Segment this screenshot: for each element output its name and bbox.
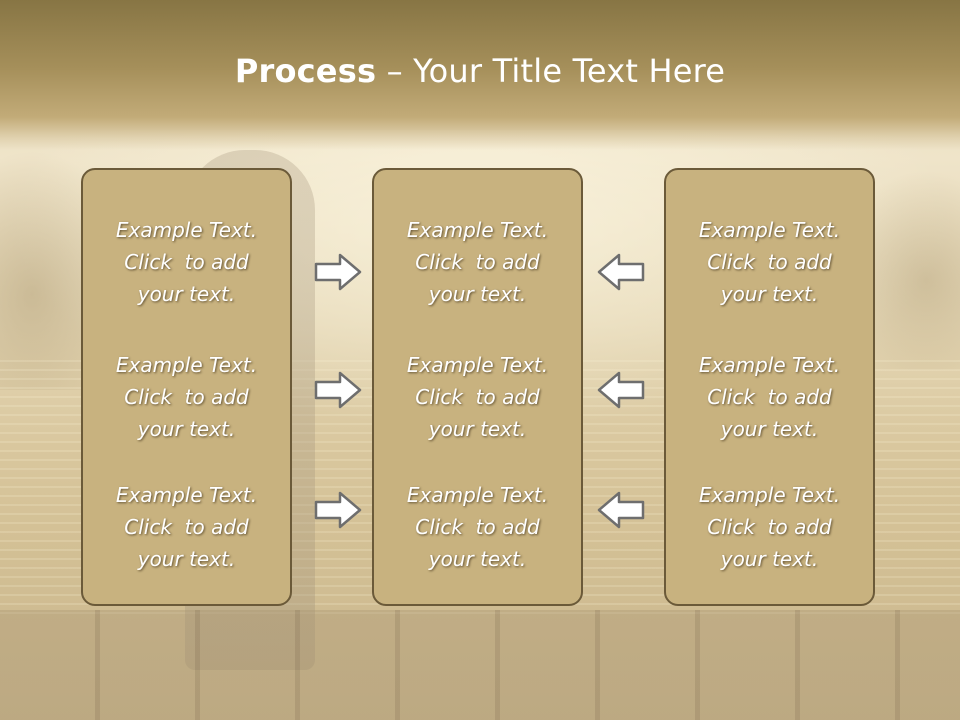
process-box-left[interactable]: Example Text. Click to add your text. Ex… [81, 168, 292, 606]
text-line: Click to add [124, 385, 249, 409]
text-line: Click to add [707, 515, 832, 539]
text-line: your text. [137, 547, 236, 571]
text-block[interactable]: Example Text. Click to add your text. [83, 479, 290, 575]
text-line: your text. [428, 547, 527, 571]
arrow-right-icon [313, 489, 363, 531]
text-line: Example Text. [115, 218, 258, 242]
text-line: your text. [428, 417, 527, 441]
process-box-center[interactable]: Example Text. Click to add your text. Ex… [372, 168, 583, 606]
text-line: your text. [137, 282, 236, 306]
text-block[interactable]: Example Text. Click to add your text. [374, 349, 581, 445]
process-box-right[interactable]: Example Text. Click to add your text. Ex… [664, 168, 875, 606]
text-line: Example Text. [406, 218, 549, 242]
text-line: Click to add [707, 250, 832, 274]
text-line: your text. [720, 282, 819, 306]
text-block[interactable]: Example Text. Click to add your text. [666, 214, 873, 310]
arrow-right-icon [313, 251, 363, 293]
text-line: Example Text. [406, 353, 549, 377]
arrow-right-icon [313, 369, 363, 411]
text-line: Click to add [415, 385, 540, 409]
text-line: Example Text. [115, 353, 258, 377]
text-line: Example Text. [115, 483, 258, 507]
text-line: your text. [720, 417, 819, 441]
text-line: Click to add [124, 250, 249, 274]
text-line: your text. [720, 547, 819, 571]
text-block[interactable]: Example Text. Click to add your text. [83, 349, 290, 445]
title-band [0, 0, 960, 150]
text-line: Click to add [124, 515, 249, 539]
text-line: Example Text. [698, 353, 841, 377]
slide-title[interactable]: Process – Your Title Text Here [0, 52, 960, 90]
text-block[interactable]: Example Text. Click to add your text. [374, 214, 581, 310]
text-line: Example Text. [698, 483, 841, 507]
text-block[interactable]: Example Text. Click to add your text. [666, 349, 873, 445]
wooden-pier [0, 610, 960, 720]
text-line: your text. [428, 282, 527, 306]
arrow-left-icon [596, 251, 646, 293]
text-block[interactable]: Example Text. Click to add your text. [666, 479, 873, 575]
title-bold: Process [234, 52, 377, 90]
text-block[interactable]: Example Text. Click to add your text. [83, 214, 290, 310]
text-line: Click to add [415, 515, 540, 539]
arrow-left-icon [596, 369, 646, 411]
text-line: Example Text. [406, 483, 549, 507]
title-rest: – Your Title Text Here [376, 52, 726, 90]
arrow-left-icon [596, 489, 646, 531]
text-block[interactable]: Example Text. Click to add your text. [374, 479, 581, 575]
text-line: your text. [137, 417, 236, 441]
text-line: Click to add [415, 250, 540, 274]
text-line: Example Text. [698, 218, 841, 242]
text-line: Click to add [707, 385, 832, 409]
